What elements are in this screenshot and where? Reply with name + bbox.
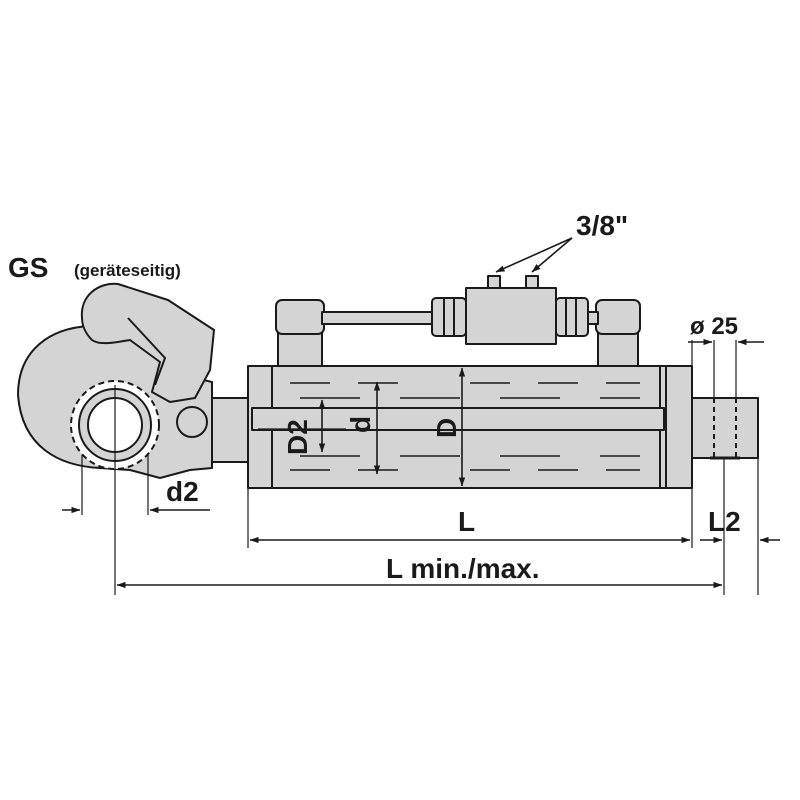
- dimension-arrows: [62, 237, 780, 589]
- d2-label: d2: [166, 476, 199, 507]
- L-label: L: [458, 506, 475, 537]
- hydraulic-lines: [275, 275, 641, 367]
- L2-label: L2: [708, 506, 741, 537]
- d-label: d: [345, 416, 376, 433]
- extension-lines: [81, 340, 759, 595]
- pin-end: [691, 397, 759, 460]
- title-subtitle: (geräteseitig): [74, 261, 181, 280]
- pin-diameter-label: ø 25: [690, 313, 738, 340]
- cylinder-body: [247, 365, 693, 489]
- title-code: GS: [8, 252, 48, 283]
- hook-coupler: [17, 282, 249, 479]
- port-size-label: 3/8": [576, 210, 628, 241]
- D2-label: D2: [282, 419, 313, 455]
- D-label: D: [431, 418, 462, 438]
- L-minmax-label: L min./max.: [386, 553, 540, 584]
